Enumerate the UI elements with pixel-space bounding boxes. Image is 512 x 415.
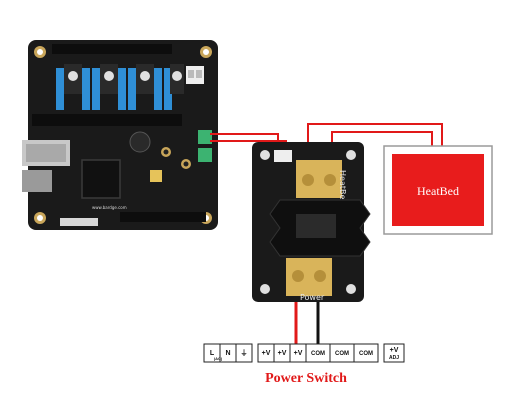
capacitor-1-top <box>163 149 169 155</box>
stepper-drivers <box>56 64 184 110</box>
mosfet-silk-heatbed: HeatBed <box>338 170 347 204</box>
psu-ac-label: (AC) <box>214 356 223 361</box>
driver-pins-1 <box>56 68 64 110</box>
driver-1-pot <box>68 71 78 81</box>
psu-terminal-label: +V <box>294 350 303 357</box>
heatbed: HeatBed <box>383 145 493 235</box>
mosfet-hole-br <box>346 284 356 294</box>
heatbed-terminal-lower <box>198 148 212 162</box>
usb-connector <box>22 170 52 192</box>
power-input-pin-2 <box>196 70 202 78</box>
power-screw-1 <box>292 270 304 282</box>
driver-2-pot <box>104 71 114 81</box>
driver-3-pot <box>140 71 150 81</box>
mosfet-silk-power: Power <box>300 293 325 302</box>
driver-pins-3 <box>128 68 136 110</box>
mosfet-signal-header <box>274 150 292 162</box>
output-screw-2 <box>324 174 336 186</box>
middle-header <box>32 114 182 126</box>
psu-terminal-label: L <box>210 350 215 357</box>
driver-pins-2 <box>92 68 100 110</box>
driver-pins-1b <box>82 68 90 110</box>
psu-terminal-box <box>353 343 379 363</box>
psu-terminal-label: COM <box>311 351 325 357</box>
sd-card-inner <box>26 144 66 162</box>
mosfet-hole-tl <box>260 150 270 160</box>
yellow-component <box>150 170 162 182</box>
mount-hole-tl-center <box>37 49 43 55</box>
inductor <box>129 131 151 153</box>
psu-terminal-label: COM <box>335 351 349 357</box>
driver-pins-3b <box>154 68 162 110</box>
top-header <box>52 44 172 54</box>
psu-terminal-box <box>383 343 405 363</box>
output-screw-1 <box>302 174 314 186</box>
psu-terminal-label: ⏚ <box>241 349 248 357</box>
mcu-chip <box>81 159 121 199</box>
mosfet-chip <box>296 214 336 238</box>
psu-terminal-label: COM <box>359 351 373 357</box>
bottom-connector <box>60 218 98 226</box>
psu-adj-label: ADJ <box>389 355 399 361</box>
power-screw-2 <box>314 270 326 282</box>
controller-board: www.bardge.com <box>22 40 218 230</box>
bottom-header <box>120 212 206 222</box>
mosfet-module: HeatBed Power <box>252 142 371 302</box>
mosfet-hole-tr <box>346 150 356 160</box>
heatbed-plate <box>392 154 484 226</box>
driver-pins-4 <box>164 68 172 110</box>
power-input-pin-1 <box>188 70 194 78</box>
capacitor-2-top <box>183 161 189 167</box>
psu-terminal-label: +V <box>390 347 399 354</box>
mount-hole-tr-center <box>203 49 209 55</box>
psu-terminal-box <box>235 343 253 363</box>
heatbed-terminal-upper <box>198 130 212 144</box>
heatbed-label: HeatBed <box>417 184 459 198</box>
psu-terminal-label: N <box>225 350 230 357</box>
power-switch-caption: Power Switch <box>265 371 347 386</box>
mount-hole-bl-center <box>37 215 43 221</box>
driver-4-pot <box>172 71 182 81</box>
psu-terminal-label: +V <box>278 350 287 357</box>
board-silk-url: www.bardge.com <box>92 205 127 210</box>
psu-terminal-label: +V <box>262 350 271 357</box>
mosfet-hole-bl <box>260 284 270 294</box>
driver-pins-2b <box>118 68 126 110</box>
